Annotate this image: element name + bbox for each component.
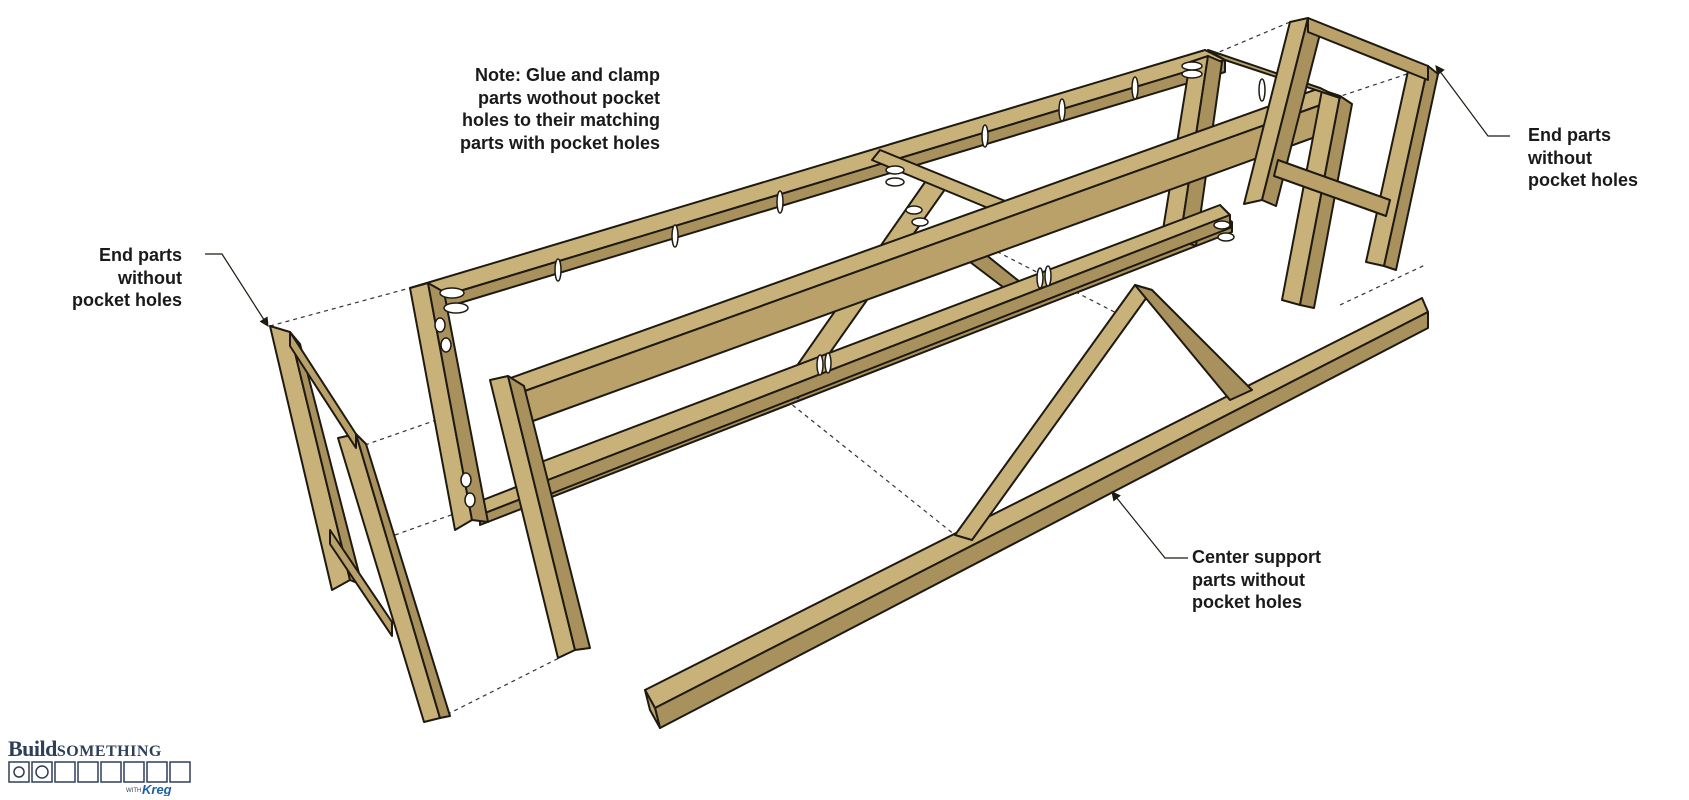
end-right-line-1: End parts bbox=[1528, 125, 1612, 145]
logo-tool-icons: WITH Kreg bbox=[8, 761, 191, 796]
end-left-line-1: End parts bbox=[98, 245, 182, 265]
end-right-line-2: without bbox=[1528, 147, 1592, 168]
note-line-1: Note: Glue and clamp bbox=[474, 65, 660, 85]
note-line-4: parts with pocket holes bbox=[459, 132, 660, 153]
end-right-line-3: pocket holes bbox=[1528, 170, 1639, 190]
logo-roller-icon bbox=[123, 761, 145, 783]
left-end-frame bbox=[269, 325, 451, 723]
center-support-frame bbox=[644, 284, 1429, 729]
end-left-line-3: pocket holes bbox=[71, 290, 182, 310]
center-line-2: parts without bbox=[1192, 569, 1305, 590]
note-line-2: parts wothout pocket bbox=[477, 87, 660, 108]
logo-brush-icon bbox=[100, 761, 122, 783]
end-parts-left-label: End parts without pocket holes bbox=[42, 244, 182, 312]
note-line-3: holes to their matching bbox=[461, 110, 660, 130]
logo-hammer-icon bbox=[77, 761, 99, 783]
right-end-frame bbox=[1243, 17, 1439, 271]
logo-drill-icon bbox=[54, 761, 76, 783]
logo-wordmark: BuildSOMETHING bbox=[8, 736, 162, 762]
pocket-holes bbox=[434, 61, 1266, 508]
end-left-line-2: without bbox=[118, 267, 182, 288]
logo-house-icon bbox=[146, 761, 168, 783]
logo-saw-blade-icon bbox=[31, 761, 53, 783]
build-something-logo: BuildSOMETHING WITH Kreg bbox=[8, 736, 198, 796]
note-annotation: Note: Glue and clamp parts wothout pocke… bbox=[410, 64, 660, 154]
logo-word-something: SOMETHING bbox=[56, 743, 162, 760]
center-support-label: Center support parts without pocket hole… bbox=[1192, 546, 1362, 614]
logo-kreg-text: Kreg bbox=[142, 782, 172, 796]
end-parts-right-label: End parts without pocket holes bbox=[1528, 124, 1678, 192]
center-line-3: pocket holes bbox=[1192, 592, 1303, 612]
logo-clamp-icon bbox=[8, 761, 30, 783]
logo-with-text: WITH bbox=[126, 788, 141, 794]
leader-lines bbox=[205, 65, 1510, 559]
logo-trowel-icon bbox=[169, 761, 191, 783]
logo-word-build: Build bbox=[8, 736, 57, 761]
main-frame bbox=[409, 49, 1353, 659]
center-line-1: Center support bbox=[1192, 547, 1322, 567]
